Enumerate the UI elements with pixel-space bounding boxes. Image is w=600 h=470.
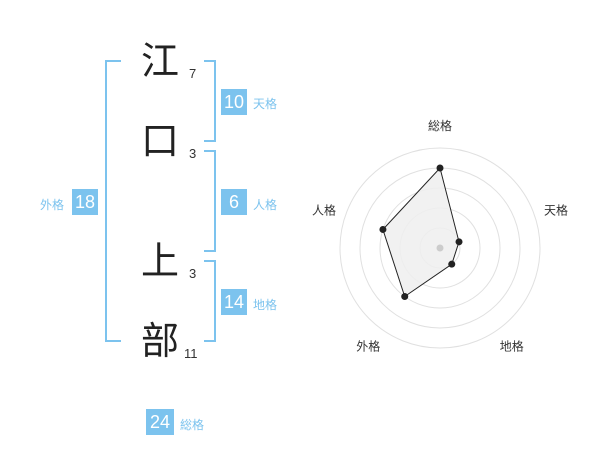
soukaku-label: 総格 [180, 418, 205, 432]
stroke-count-1: 7 [189, 66, 197, 81]
name-char-1: 江 [140, 39, 179, 83]
gaikaku-bracket [105, 60, 121, 342]
stroke-count-4: 11 [184, 346, 198, 361]
radar-axis-label-3: 外格 [356, 339, 380, 354]
gaikaku-label: 外格 [40, 198, 65, 212]
chikaku-value-badge: 14 [221, 289, 247, 315]
tenkaku-label: 天格 [253, 97, 278, 111]
stroke-count-3: 3 [189, 266, 197, 281]
radar-axis-label-2: 地格 [500, 339, 524, 354]
soukaku-value-badge: 24 [146, 409, 174, 435]
name-char-4: 部 [140, 319, 179, 363]
radar-point-3 [401, 293, 409, 301]
gaikaku-value-badge: 18 [72, 189, 98, 215]
radar-point-2 [448, 260, 456, 268]
jinkaku-bracket [204, 150, 216, 252]
radar-center-dot [436, 244, 444, 252]
name-char-3: 上 [140, 239, 179, 283]
tenkaku-value-badge: 10 [221, 89, 247, 115]
radar-points [379, 164, 463, 301]
radar-point-1 [455, 238, 463, 246]
name-char-2: 口 [140, 119, 179, 163]
radar-axis-label-4: 人格 [312, 202, 336, 217]
chikaku-bracket [204, 260, 216, 342]
radar-axis-label-1: 天格 [544, 202, 568, 217]
radar-point-4 [379, 225, 387, 233]
radar-ring-5 [339, 147, 541, 349]
radar-axis-label-0: 総格 [428, 118, 452, 133]
radar-point-0 [436, 164, 444, 172]
jinkaku-label: 人格 [253, 198, 278, 212]
chikaku-label: 地格 [253, 298, 278, 312]
radar-area [382, 166, 460, 298]
tenkaku-bracket [204, 60, 216, 142]
jinkaku-value-badge: 6 [221, 189, 247, 215]
stroke-count-2: 3 [189, 146, 197, 161]
